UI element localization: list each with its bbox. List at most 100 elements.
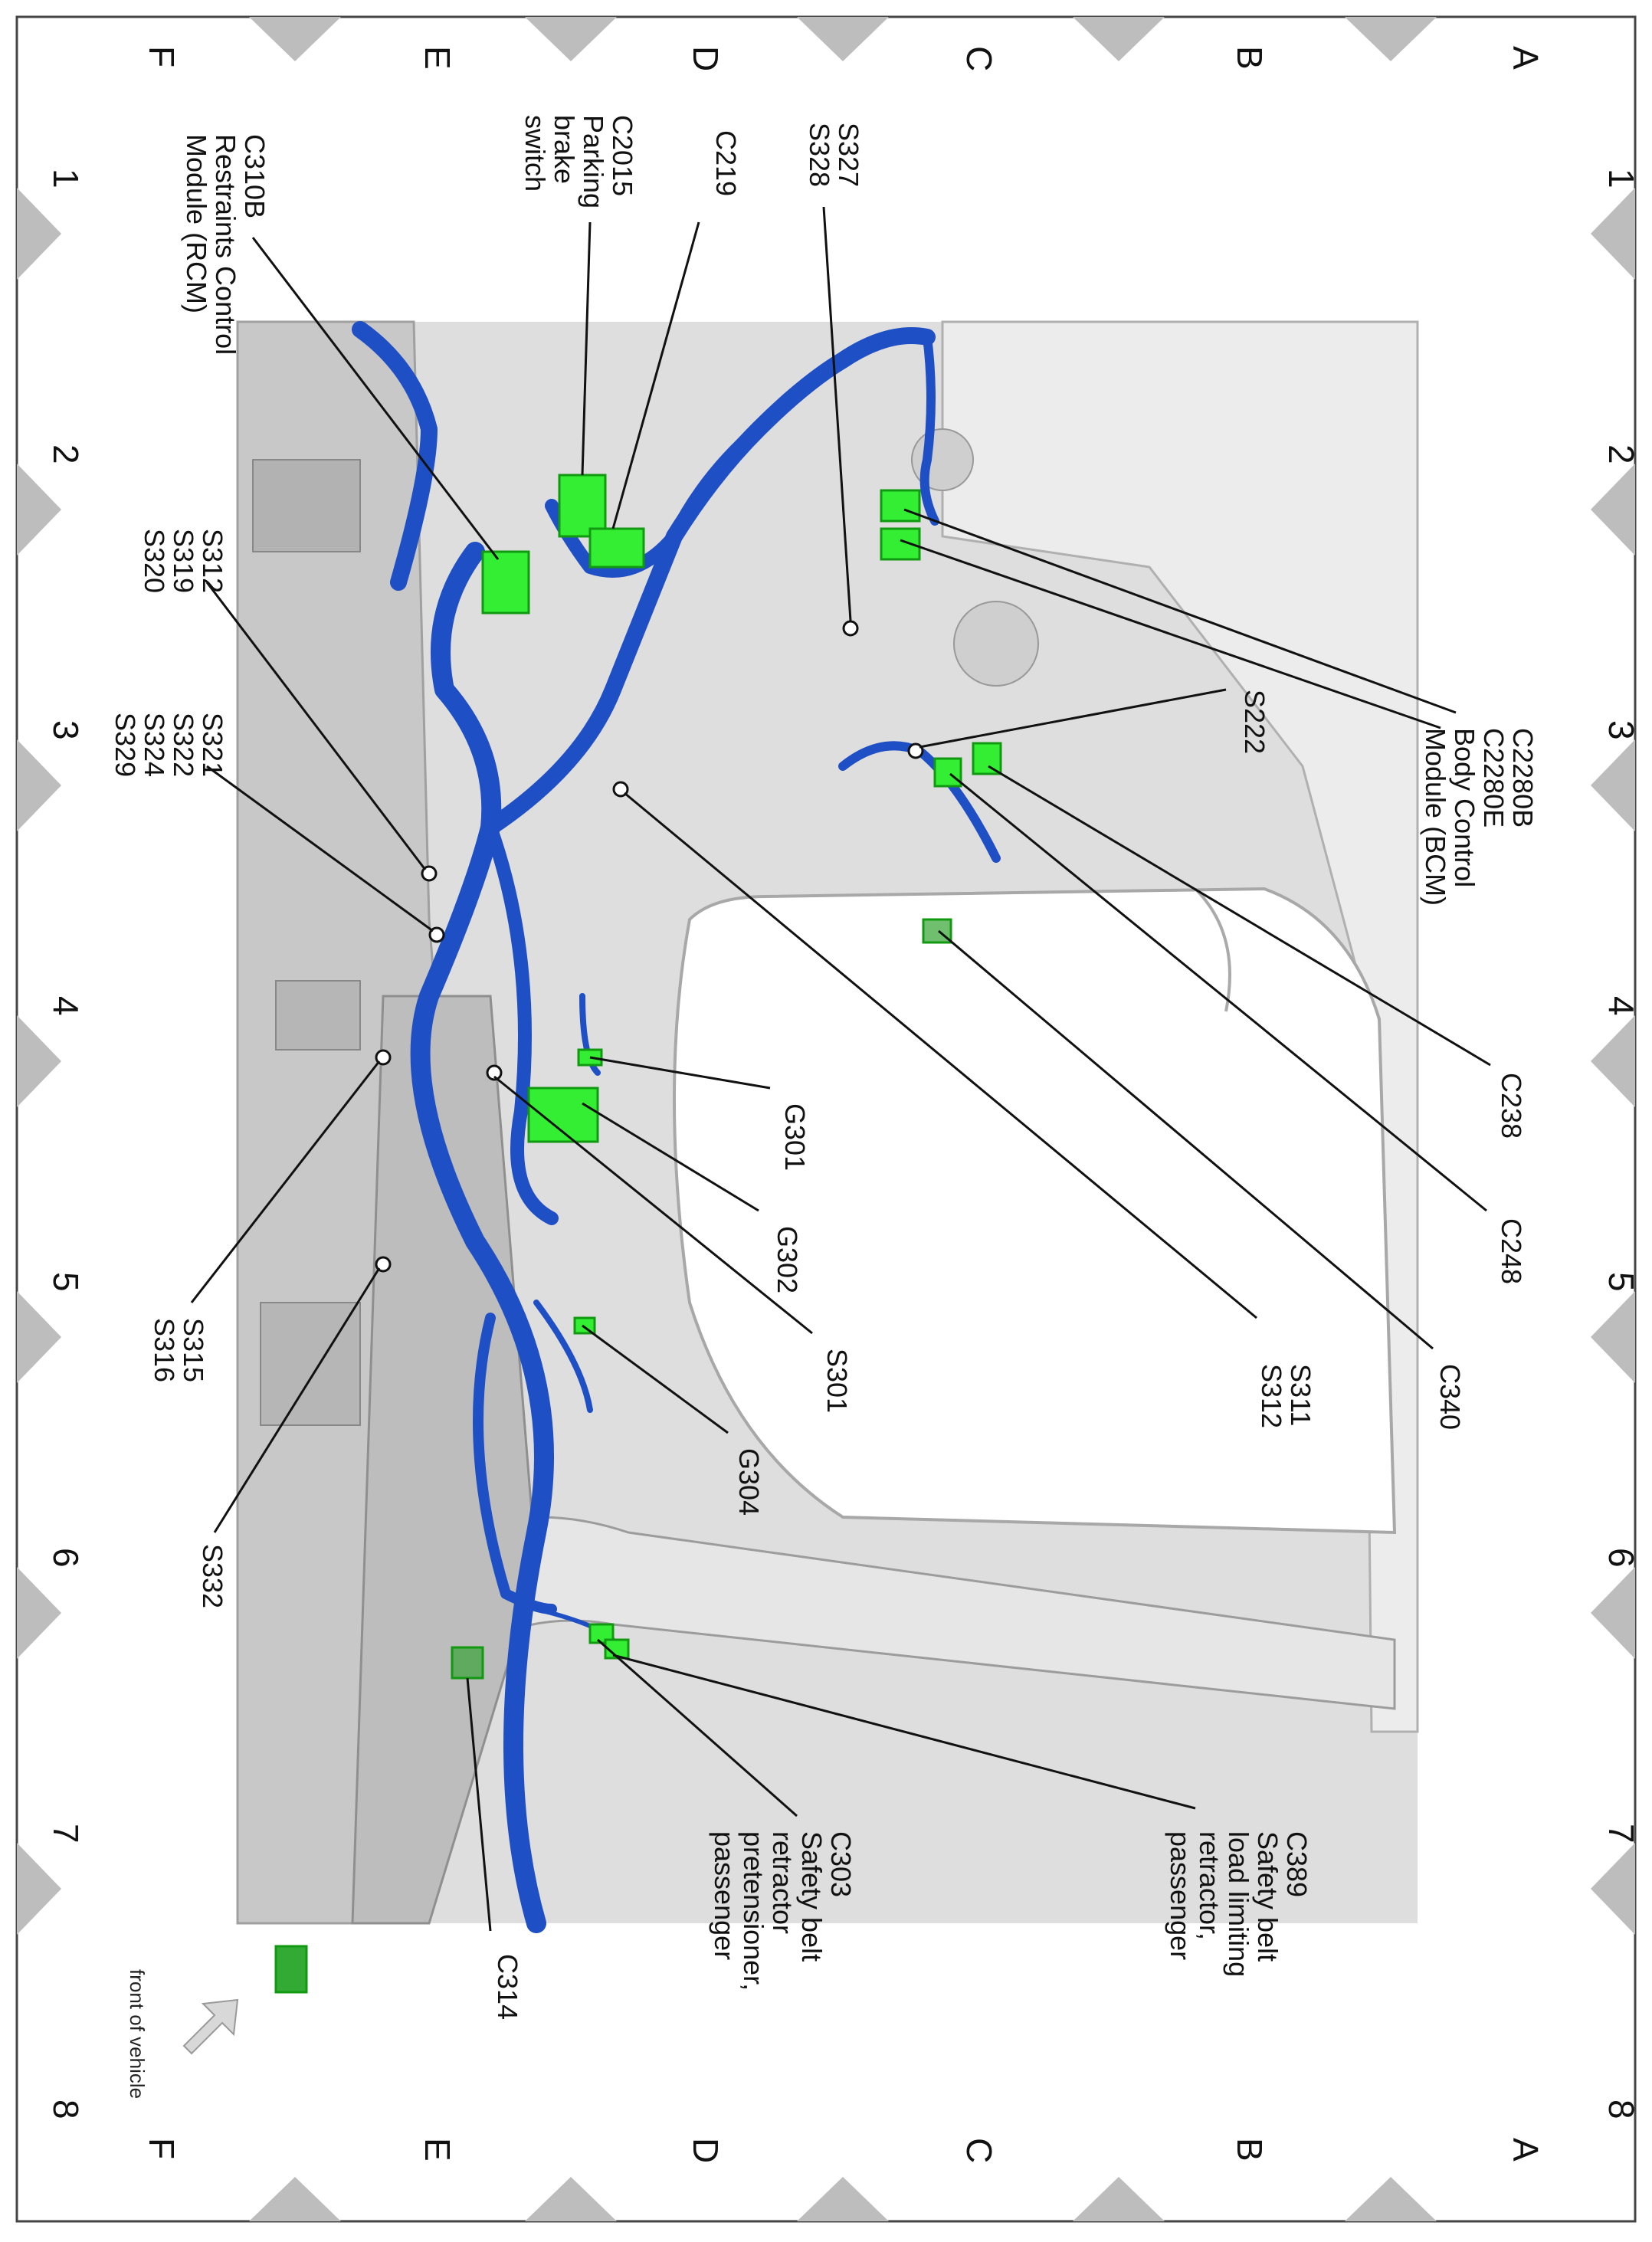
grid-marker-left-2 — [17, 739, 61, 831]
grid-number-right-2: 2 — [1601, 444, 1641, 464]
wiring-harness — [352, 321, 1001, 1933]
leader-lines — [190, 206, 1491, 1932]
grid-number-right-5: 5 — [1601, 1272, 1641, 1292]
callout-c389-line-4: passenger — [1165, 1831, 1196, 1960]
callout-c2015-line-2: brake — [549, 115, 580, 184]
callout-s332-line-0: S332 — [197, 1544, 228, 1608]
grid-number-right-7: 7 — [1601, 1824, 1641, 1844]
grid-number-left-7: 7 — [46, 1824, 86, 1844]
callout-c314-line-0: C314 — [492, 1954, 523, 2020]
c219-branch — [545, 422, 765, 578]
callout-c238-line-0: C238 — [1496, 1073, 1527, 1139]
leader-c310b — [251, 237, 500, 560]
callout-c303-line-3: pretensioner, — [738, 1831, 769, 1991]
grid-letter-bottom-F: F — [142, 2138, 182, 2159]
leader-s321 — [206, 765, 434, 933]
grid-marker-left-0 — [17, 188, 61, 280]
connector-c2280b — [880, 489, 921, 523]
grid-letter-bottom-C: C — [959, 2138, 999, 2163]
callout-c2280-line-3: Module (BCM) — [1420, 728, 1451, 906]
grid-number-left-2: 2 — [46, 444, 86, 464]
grid-number-left-6: 6 — [46, 1548, 86, 1568]
callout-c2280-line-0: C2280B — [1507, 728, 1539, 828]
callout-s321-group-line-1: S322 — [168, 713, 199, 777]
callout-c219-line-0: C219 — [710, 130, 742, 196]
callout-c303-line-4: passenger — [709, 1831, 740, 1960]
grid-marker-bottom-3 — [1073, 2177, 1165, 2221]
panel-hole-2 — [953, 601, 1039, 687]
callout-s222: S222 — [1239, 690, 1270, 754]
grid-marker-left-3 — [17, 1015, 61, 1107]
callout-c248: C248 — [1496, 1218, 1527, 1284]
callout-c2280-line-2: Body Control — [1449, 728, 1480, 887]
floor-detail-3 — [260, 1302, 361, 1426]
callout-s312-group-line-2: S320 — [139, 529, 170, 593]
leader-g302 — [582, 1102, 759, 1212]
callout-c2280-line-1: C2280E — [1478, 728, 1509, 828]
bcm-branch — [919, 333, 939, 526]
callout-c389-line-0: C389 — [1281, 1831, 1313, 1897]
leader-g304 — [582, 1324, 729, 1434]
callout-s301-line-0: S301 — [821, 1349, 853, 1413]
callout-g304-line-0: G304 — [733, 1448, 765, 1516]
grid-marker-right-0 — [1591, 188, 1635, 280]
c314-branch — [473, 1313, 557, 1614]
callout-c310b-line-2: Module (RCM) — [181, 134, 212, 313]
rcm-harness — [352, 321, 438, 591]
grid-marker-top-1 — [525, 17, 617, 61]
grid-marker-bottom-2 — [797, 2177, 889, 2221]
grid-number-right-6: 6 — [1601, 1548, 1641, 1568]
connector-c248 — [933, 757, 962, 788]
grid-marker-bottom-0 — [249, 2177, 341, 2221]
splice-s312-s319-s320 — [421, 865, 438, 882]
callout-c303-line-0: C303 — [825, 1831, 857, 1897]
callout-s222-line-0: S222 — [1239, 690, 1270, 754]
grid-letter-top-E: E — [418, 46, 457, 70]
grid-letter-top-D: D — [686, 46, 726, 71]
connector-g304 — [573, 1316, 596, 1335]
grid-number-left-3: 3 — [46, 720, 86, 740]
splice-s222 — [907, 742, 924, 759]
callout-s311-s312-line-0: S311 — [1285, 1364, 1316, 1426]
grid-marker-bottom-4 — [1345, 2177, 1437, 2221]
grid-letter-top-F: F — [142, 46, 182, 67]
callout-s321-group-line-3: S329 — [110, 713, 141, 777]
callout-s315-s316-line-0: S315 — [178, 1318, 209, 1382]
grid-number-right-4: 4 — [1601, 996, 1641, 1016]
grid-marker-right-3 — [1591, 1015, 1635, 1107]
floor-detail-1 — [252, 459, 361, 552]
callout-c389-line-1: Safety belt — [1252, 1831, 1283, 1962]
callout-c2015-line-0: C2015 — [607, 115, 638, 196]
splice-s311-s312 — [612, 781, 629, 798]
connector-c310b — [481, 550, 530, 615]
grid-marker-right-4 — [1591, 1291, 1635, 1383]
splice-s321-group — [428, 926, 445, 943]
callout-c303-line-1: Safety belt — [796, 1831, 828, 1962]
floor-detail-2 — [275, 980, 361, 1051]
splice-s301 — [486, 1064, 503, 1081]
grid-marker-bottom-1 — [525, 2177, 617, 2221]
grid-marker-left-1 — [17, 464, 61, 556]
grid-marker-right-5 — [1591, 1567, 1635, 1659]
grid-letter-bottom-A: A — [1506, 2138, 1545, 2162]
grid-marker-right-2 — [1591, 739, 1635, 831]
grid-number-right-3: 3 — [1601, 720, 1641, 740]
callout-c219: C219 — [710, 130, 742, 196]
vehicle-body-illustration — [236, 320, 1419, 1925]
panel-crease — [1194, 887, 1231, 1012]
grid-letter-bottom-E: E — [418, 2138, 457, 2162]
callout-c248-line-0: C248 — [1496, 1218, 1527, 1284]
callout-s332: S332 — [197, 1544, 228, 1608]
g301-branch — [579, 993, 601, 1076]
leader-s327 — [822, 206, 852, 621]
door-opening — [673, 887, 1397, 1535]
grid-marker-left-5 — [17, 1567, 61, 1659]
grid-marker-left-6 — [17, 1843, 61, 1935]
grid-marker-top-4 — [1345, 17, 1437, 61]
